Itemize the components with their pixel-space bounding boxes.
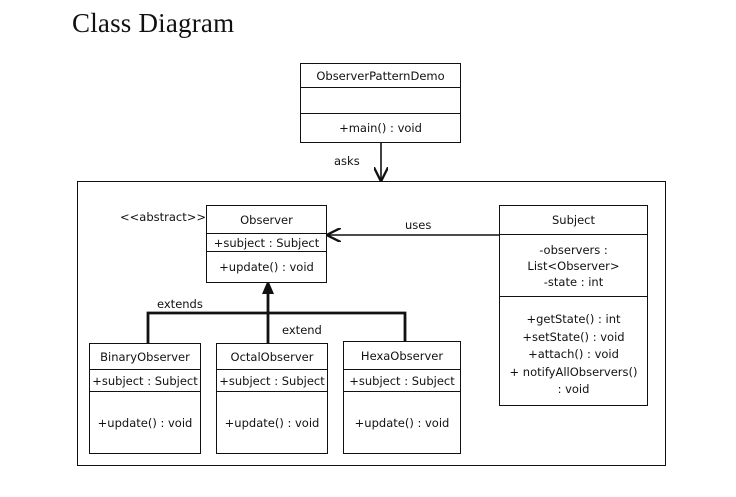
attribute-text: -observers : [539,242,608,257]
inheritance-connector [146,292,407,344]
attributes-section [301,87,460,113]
attributes-section: +subject : Subject [90,369,200,391]
methods-section: +update() : void [217,391,327,453]
method-text: +attach() : void [528,347,619,361]
method-text: +setState() : void [522,329,625,344]
methods-section: +main() : void [301,113,460,142]
method-text: +getState() : int [526,312,621,326]
class-name: BinaryObserver [90,344,200,369]
class-name: Subject [500,206,647,234]
method-text: : void [557,382,590,396]
class-name: HexaObserver [344,342,460,369]
attribute-text: -state : int [543,274,604,289]
extends-label: extends [157,297,203,311]
method-text: +update() : void [219,260,314,274]
class-name: Observer [207,206,326,233]
method-text: +update() : void [354,415,450,430]
methods-section: +update() : void [207,251,326,282]
observer-package-frame [77,181,666,466]
methods-section: +update() : void [344,391,460,453]
class-subject: Subject -observers : List<Observer> -sta… [499,205,648,406]
methods-section: +getState() : int +setState() : void +at… [500,296,647,405]
class-name: ObserverPatternDemo [301,64,460,87]
class-name-text: Subject [552,213,595,227]
class-name-text: HexaObserver [360,348,444,363]
class-observer-pattern-demo: ObserverPatternDemo +main() : void [300,63,461,143]
inheritance-arrowhead [262,280,274,294]
class-name-text: ObserverPatternDemo [316,68,445,83]
attribute-text: +subject : Subject [219,373,325,388]
method-text: +update() : void [224,415,320,430]
class-name-text: BinaryObserver [100,349,190,364]
extend-label: extend [282,323,322,337]
attributes-section: +subject : Subject [344,369,460,391]
attributes-section: +subject : Subject [217,369,327,391]
method-text: +main() : void [339,121,422,135]
attribute-text: List<Observer> [527,258,620,273]
class-hexa-observer: HexaObserver +subject : Subject +update(… [343,341,461,454]
attributes-section: +subject : Subject [207,233,326,251]
class-name: OctalObserver [217,344,327,369]
attributes-section: -observers : List<Observer> -state : int [500,234,647,296]
uses-label: uses [405,218,432,232]
attribute-text: +subject : Subject [213,235,320,250]
class-observer: Observer +subject : Subject +update() : … [206,205,327,283]
page-title: Class Diagram [72,8,235,38]
attribute-text: +subject : Subject [349,373,455,388]
method-text: + notifyAllObservers() [509,364,638,379]
methods-section: +update() : void [90,391,200,453]
class-name-text: Observer [240,212,293,227]
class-octal-observer: OctalObserver +subject : Subject +update… [216,343,328,454]
asks-label: asks [334,154,360,168]
attribute-text: +subject : Subject [92,373,198,388]
abstract-stereotype: <<abstract>> [120,210,206,224]
class-name-text: OctalObserver [230,349,314,364]
method-text: +update() : void [97,415,193,430]
class-binary-observer: BinaryObserver +subject : Subject +updat… [89,343,201,454]
